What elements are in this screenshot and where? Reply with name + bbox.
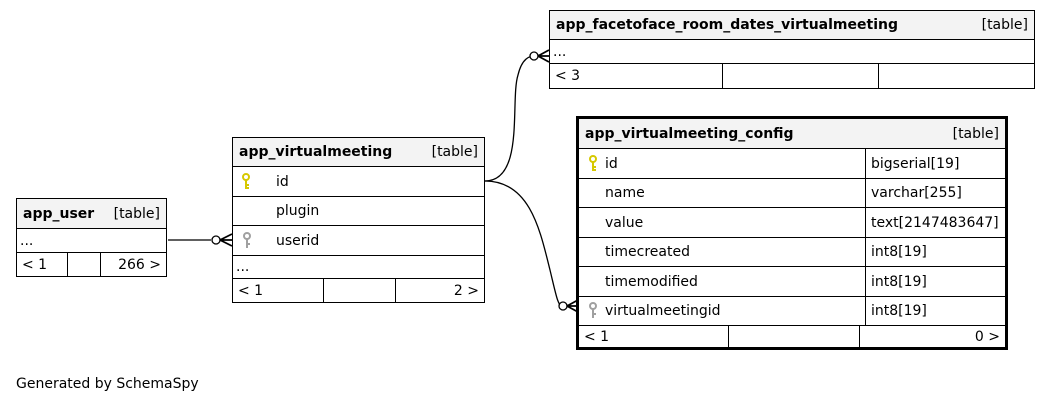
column-type: bigserial[19] (871, 155, 960, 172)
relation-end-circle (529, 51, 539, 61)
footer-rows (68, 253, 101, 276)
table-kind: [table] (431, 144, 478, 160)
ellipsis-text: ... (20, 232, 34, 249)
table-name: app_virtualmeeting (239, 144, 393, 160)
table-virtualmeeting[interactable]: app_virtualmeeting [table] id plugin use… (232, 137, 485, 303)
table-header: app_user [table] (17, 199, 166, 229)
column-name: timemodified (579, 267, 866, 296)
table-footer: < 1 2 > (233, 279, 484, 302)
table-name: app_virtualmeeting_config (585, 125, 794, 142)
column-name: plugin (276, 203, 320, 219)
primary-key-icon (242, 173, 250, 189)
column-type: varchar[255] (871, 185, 962, 201)
primary-key-icon (589, 155, 597, 171)
crowsfoot-marker (219, 233, 233, 247)
column-row-timemodified[interactable]: timemodified int8[19] (579, 267, 1005, 297)
table-footer: < 3 (550, 64, 1034, 88)
column-row-timecreated[interactable]: timecreated int8[19] (579, 238, 1005, 267)
column-row-id[interactable]: id bigserial[19] (579, 149, 1005, 179)
relation-end-circle (211, 235, 221, 245)
column-type: int8[19] (871, 303, 927, 319)
ellipsis-row: ... (550, 40, 1034, 64)
column-type: text[2147483647] (871, 214, 999, 231)
column-name: value (579, 208, 866, 237)
footer-rows (729, 326, 860, 347)
column-row-virtualmeetingid[interactable]: virtualmeetingid int8[19] (579, 297, 1005, 326)
column-row-value[interactable]: value text[2147483647] (579, 208, 1005, 238)
table-name: app_facetoface_room_dates_virtualmeeting (556, 17, 898, 33)
foreign-key-icon (243, 232, 251, 248)
column-name: id (276, 173, 289, 190)
footer-children[interactable]: 266 > (118, 256, 161, 273)
footer-parents[interactable]: < 1 (17, 253, 68, 276)
column-row-userid[interactable]: userid (233, 226, 484, 256)
crowsfoot-marker (537, 49, 550, 63)
footer-rows (723, 64, 879, 88)
footer-children[interactable] (879, 64, 1034, 88)
column-row-id[interactable]: id (233, 167, 484, 197)
ellipsis-row: ... (233, 256, 484, 279)
column-row-plugin[interactable]: plugin (233, 197, 484, 226)
table-footer: < 1 266 > (17, 253, 166, 276)
generated-by-caption: Generated by SchemaSpy (16, 376, 199, 392)
relation-virtualmeeting-config (484, 180, 563, 307)
footer-parents[interactable]: < 1 (579, 326, 729, 347)
table-name: app_user (23, 205, 95, 222)
ellipsis-row: ... (17, 229, 166, 253)
table-header: app_virtualmeeting_config [table] (579, 119, 1005, 149)
table-header: app_facetoface_room_dates_virtualmeeting… (550, 11, 1034, 40)
table-kind: [table] (981, 17, 1028, 33)
table-header: app_virtualmeeting [table] (233, 138, 484, 167)
column-row-name[interactable]: name varchar[255] (579, 179, 1005, 208)
table-virtualmeeting-config[interactable]: app_virtualmeeting_config [table] id big… (576, 116, 1008, 350)
footer-parents[interactable]: < 1 (233, 279, 324, 302)
column-name: timecreated (579, 238, 866, 266)
table-kind: [table] (952, 125, 999, 142)
table-footer: < 1 0 > (579, 326, 1005, 347)
footer-children[interactable]: 2 > (453, 282, 479, 299)
column-name: name (579, 179, 866, 207)
table-user[interactable]: app_user [table] ... < 1 266 > (16, 198, 167, 277)
footer-rows (324, 279, 396, 302)
column-name: virtualmeetingid (579, 297, 866, 325)
relation-end-circle (558, 301, 568, 311)
relation-virtualmeeting-facetoface (484, 55, 535, 182)
table-kind: [table] (113, 205, 160, 222)
column-name: id (579, 149, 866, 178)
column-type: int8[19] (871, 273, 927, 290)
table-facetoface-room-dates-virtualmeeting[interactable]: app_facetoface_room_dates_virtualmeeting… (549, 10, 1035, 89)
ellipsis-text: ... (236, 259, 250, 275)
footer-children[interactable]: 0 > (974, 328, 1000, 345)
column-type: int8[19] (871, 244, 927, 260)
foreign-key-icon (589, 302, 597, 318)
column-name: userid (276, 232, 320, 249)
footer-parents[interactable]: < 3 (550, 64, 723, 88)
ellipsis-text: ... (553, 43, 567, 60)
